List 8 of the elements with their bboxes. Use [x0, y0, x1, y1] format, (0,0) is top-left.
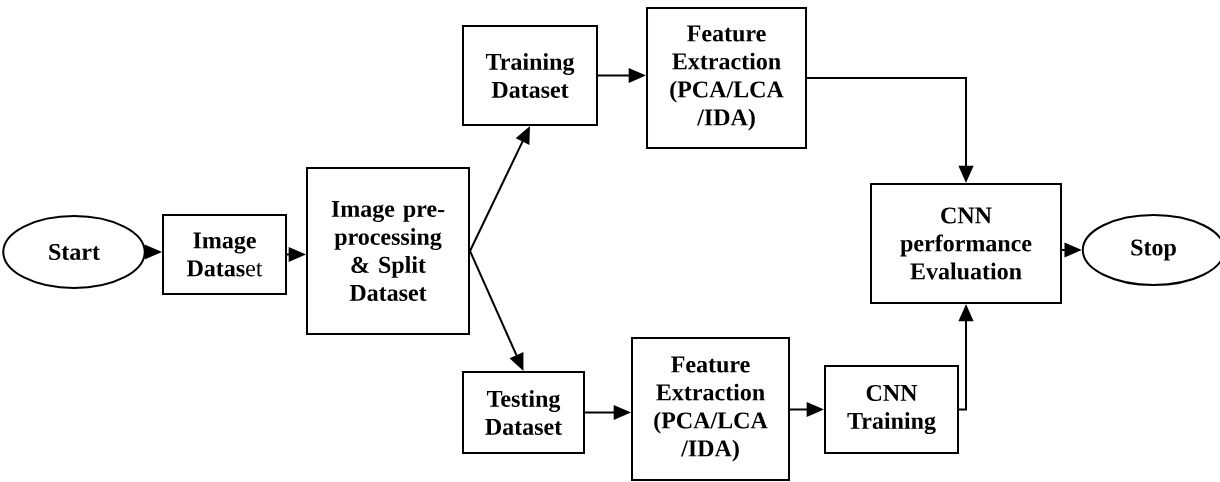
process-box: CNN performance Evaluation: [870, 183, 1062, 304]
process-box: Feature Extraction (PCA/LCA /IDA): [631, 337, 790, 481]
process-box: Testing Dataset: [462, 371, 585, 454]
process-box: Image pre-processing & Split Dataset: [306, 167, 470, 335]
process-box: Training Dataset: [462, 25, 598, 126]
process-box: Image Dataset: [162, 214, 287, 295]
process-box: Feature Extraction (PCA/LCA /IDA): [646, 7, 807, 149]
process-box: CNN Training: [824, 365, 959, 454]
